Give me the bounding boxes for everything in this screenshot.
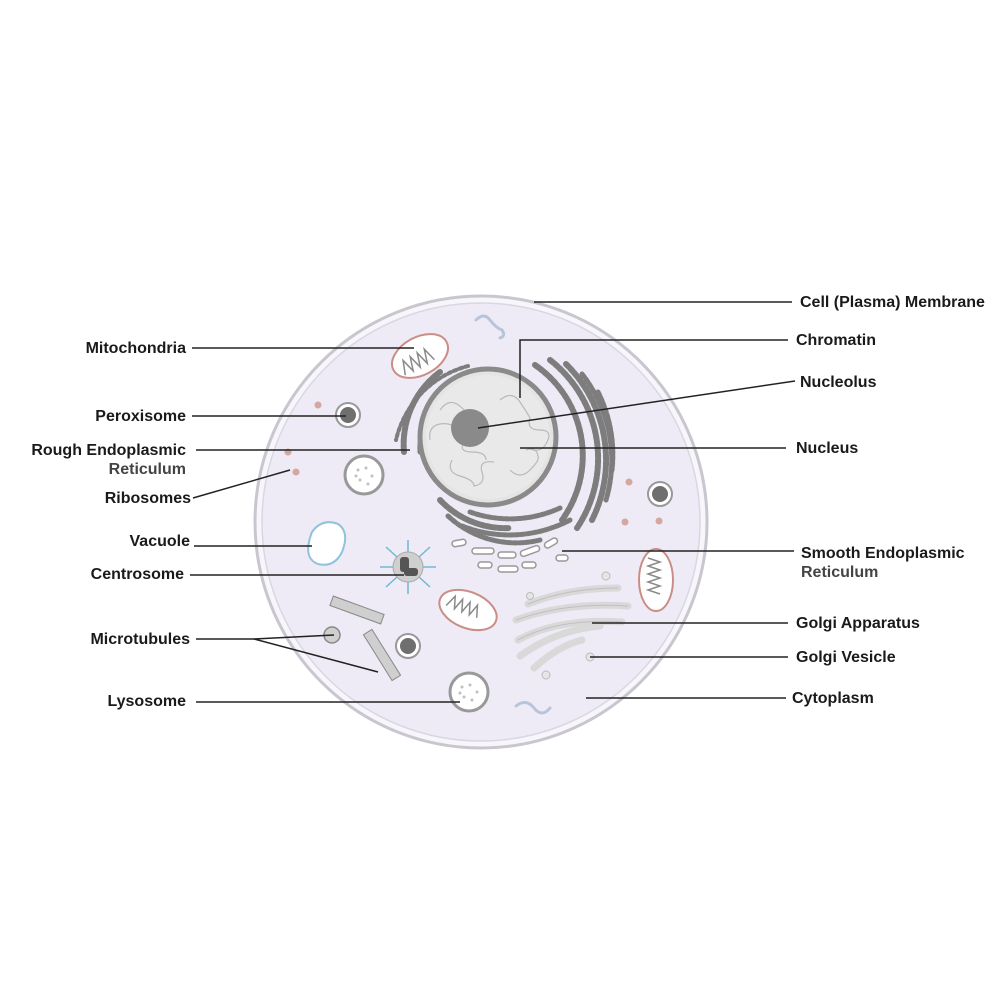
nucleolus [451, 409, 489, 447]
filament-bottom [514, 701, 552, 715]
leader-microtubules-3 [253, 638, 379, 673]
label-centrosome: Centrosome [90, 566, 184, 583]
label-chromatin: Chromatin [796, 332, 876, 349]
label-golgi-vesicle: Golgi Vesicle [796, 649, 896, 666]
label-peroxisome: Peroxisome [95, 408, 186, 425]
mitochondrion-2 [438, 588, 498, 632]
leader-ribosomes [192, 469, 291, 499]
golgi-vesicles [526, 571, 611, 680]
leader-microtubules-2 [253, 634, 335, 640]
leader-nucleolus [477, 380, 796, 429]
label-rough-er: Rough Endoplasmic Reticulum [31, 441, 186, 479]
label-smooth-er: Smooth Endoplasmic Reticulum [801, 544, 965, 582]
peroxisome-2 [647, 481, 673, 507]
label-rough-er-line2: Reticulum [108, 461, 186, 478]
label-smooth-er-line2: Reticulum [801, 564, 879, 581]
lysosome-2 [448, 671, 490, 713]
vacuole [307, 521, 347, 566]
label-vacuole: Vacuole [129, 533, 190, 550]
label-nucleus: Nucleus [796, 440, 859, 457]
mitochondrion-3 [638, 548, 674, 612]
label-microtubules: Microtubules [90, 631, 190, 648]
leader-chromatin [519, 339, 788, 398]
nucleus-inner [426, 375, 550, 499]
lysosome-1 [343, 454, 385, 496]
microtubules [323, 595, 402, 682]
rough-er-right [459, 357, 616, 538]
label-cytoplasm: Cytoplasm [792, 690, 874, 707]
filament-top [474, 314, 506, 340]
golgi-apparatus-outline [515, 587, 629, 641]
leader-lines [190, 301, 796, 703]
smooth-er [451, 537, 569, 573]
label-cell-membrane: Cell (Plasma) Membrane [800, 294, 985, 311]
mitochondrion-1 [391, 333, 449, 379]
label-golgi-apparatus: Golgi Apparatus [796, 615, 920, 632]
label-smooth-er-line1: Smooth Endoplasmic [801, 545, 965, 562]
peroxisome-3 [395, 633, 421, 659]
peroxisome-1 [335, 402, 361, 428]
label-mitochondria: Mitochondria [85, 340, 186, 357]
label-lysosome: Lysosome [107, 693, 186, 710]
label-ribosomes: Ribosomes [104, 490, 191, 507]
label-rough-er-line1: Rough Endoplasmic [31, 442, 186, 459]
label-nucleolus: Nucleolus [800, 374, 877, 391]
